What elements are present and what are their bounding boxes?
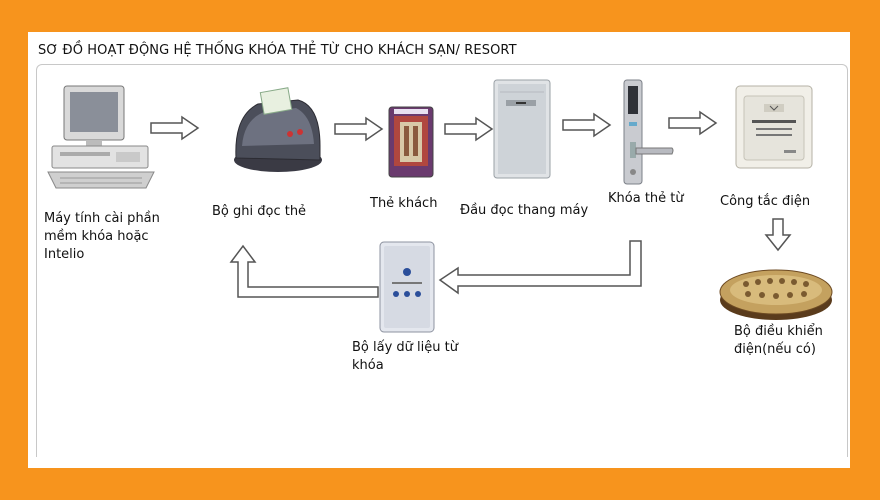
elevator-reader-label: Đầu đọc thang máy	[460, 203, 589, 218]
data-collector-illustration	[378, 240, 436, 334]
card-lock-illustration	[616, 78, 676, 188]
arrow-encoder-to-card	[334, 116, 384, 142]
encoder-label: Bộ ghi đọc thẻ	[212, 204, 307, 219]
arrow-lock-to-power-switch	[668, 110, 718, 136]
arrow-card-to-elevator-reader	[444, 116, 494, 142]
power-switch-illustration	[734, 84, 814, 170]
computer-label: Máy tính cài phần mềm khóa hoặc Intelio	[44, 211, 160, 262]
arrow-data-collector-to-encoder	[229, 244, 379, 298]
guest-card-illustration	[388, 106, 434, 178]
power-switch-label: Công tắc điện	[720, 194, 811, 209]
diagram-frame	[36, 64, 848, 457]
data-collector-label: Bộ lấy dữ liệu từ khóa	[352, 340, 458, 373]
diagram-panel	[28, 32, 850, 468]
power-controller-label: Bộ điều khiển điện(nếu có)	[734, 324, 823, 357]
computer-illustration	[46, 84, 158, 192]
encoder-illustration	[228, 86, 324, 176]
power-controller-illustration	[716, 262, 836, 322]
arrow-computer-to-encoder	[150, 115, 200, 141]
arrow-power-switch-to-controller	[764, 218, 792, 252]
card-lock-label: Khóa thẻ từ	[608, 191, 684, 206]
elevator-reader-illustration	[492, 78, 552, 180]
arrow-elevator-reader-to-lock	[562, 112, 612, 138]
arrow-lock-to-data-collector	[438, 240, 642, 295]
diagram-title: SƠ ĐỒ HOẠT ĐỘNG HỆ THỐNG KHÓA THẺ TỪ CHO…	[38, 43, 517, 58]
guest-card-label: Thẻ khách	[370, 196, 438, 211]
